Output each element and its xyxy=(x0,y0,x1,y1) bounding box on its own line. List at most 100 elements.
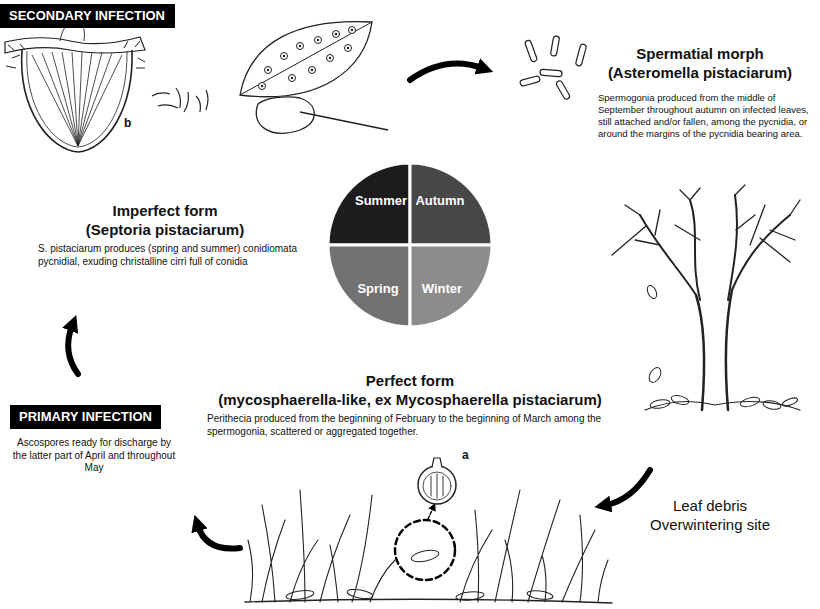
label-holder: b xyxy=(124,116,138,131)
season-quadrant: Spring xyxy=(328,245,410,327)
site-label: Leaf debris Overwintering site xyxy=(640,497,780,535)
leaf-drawing-part-part xyxy=(311,69,313,71)
season-quadrant: Autumn xyxy=(410,163,492,245)
stage-description: S. pistaciarum produces (spring and summ… xyxy=(38,243,310,268)
leaf-drawing-part-part xyxy=(317,39,319,41)
conidia-drawing-part xyxy=(176,88,181,108)
pycnidium-drawing-part xyxy=(22,50,132,152)
cycle-arrow xyxy=(68,64,650,549)
conidia-drawing xyxy=(152,88,208,112)
leaf-drawing-part-part xyxy=(261,85,263,87)
leaf-drawing-part xyxy=(240,22,372,97)
grass-drawing-part xyxy=(428,508,433,519)
quadrant-fill xyxy=(410,245,492,327)
cycle-arrow-part xyxy=(198,526,240,549)
season-name: Winter xyxy=(422,281,462,297)
tree-drawing-part xyxy=(645,284,658,300)
grass-drawing-part xyxy=(245,599,612,603)
tree-drawing-part xyxy=(726,290,732,410)
grass-drawing-part-part xyxy=(347,588,374,600)
conidia-drawing-part xyxy=(152,93,170,96)
label-holder: Spermogonia produced from the middle of … xyxy=(598,92,812,140)
pycnidium-drawing-part xyxy=(32,52,122,146)
quadrant-fill xyxy=(328,163,410,245)
species-name: (Asteromella pistaciarum) xyxy=(582,64,818,83)
conidia-drawing-part xyxy=(206,90,208,110)
label-holder: Perithecia produced from the beginning o… xyxy=(207,413,617,438)
stage-description: Perithecia produced from the beginning o… xyxy=(207,413,617,438)
grass-drawing-part xyxy=(423,472,451,500)
season-name: Spring xyxy=(357,281,398,297)
label-holder: Perfect form xyxy=(290,372,530,391)
leaf-drawing-part-part xyxy=(281,53,288,60)
grass-drawing-part xyxy=(418,466,456,504)
tree-drawing xyxy=(612,185,800,411)
quadrant-fill xyxy=(328,245,410,327)
leaf-drawing-part-part xyxy=(291,77,293,79)
grass-drawing-part xyxy=(248,490,608,602)
label-holder: Spermatial morph xyxy=(582,45,818,64)
spermatia-drawing-part xyxy=(575,44,586,67)
label-holder: (mycosphaerella-like, ex Mycosphaerella … xyxy=(170,391,650,410)
leaf-drawing-part-part xyxy=(267,69,269,71)
grass-drawing-part-part xyxy=(456,591,485,602)
leaf-drawing-part xyxy=(261,29,353,87)
leaf-drawing-part-part xyxy=(329,57,331,59)
leaf-drawing-part-part xyxy=(299,45,301,47)
stage-heading: Perfect form xyxy=(290,372,530,391)
label-holder: S. pistaciarum produces (spring and summ… xyxy=(38,243,310,268)
grass-drawing-part xyxy=(432,458,442,467)
leaf-drawing xyxy=(240,22,388,134)
banner-text: SECONDARY INFECTION xyxy=(9,8,165,24)
leaf-drawing-part-part xyxy=(309,67,316,74)
leaf-drawing-part-part xyxy=(315,37,322,44)
leaf-drawing-part xyxy=(259,27,356,90)
tree-drawing-part xyxy=(696,295,704,410)
species-name: (Septoria pistaciarum) xyxy=(55,221,275,240)
species-name: (mycosphaerella-like, ex Mycosphaerella … xyxy=(170,391,650,410)
spermatia-drawing-part xyxy=(550,36,559,57)
spermatia-drawing xyxy=(520,36,587,101)
leaf-drawing-part-part xyxy=(265,67,272,74)
leaf-drawing-part-part xyxy=(349,27,356,34)
banner-text: PRIMARY INFECTION xyxy=(19,409,152,425)
label-holder: (Asteromella pistaciarum) xyxy=(582,64,818,83)
leaf-drawing-part-part xyxy=(347,47,349,49)
label-holder: a xyxy=(462,448,476,463)
figure-letter: b xyxy=(124,116,138,131)
leaf-drawing-part-part xyxy=(289,75,296,82)
leaf-drawing-part-part xyxy=(351,29,353,31)
tree-drawing-part xyxy=(612,185,800,262)
tree-drawing-part xyxy=(640,195,790,300)
label-holder: Ascospores ready for discharge by the la… xyxy=(10,437,178,475)
conidia-drawing-part xyxy=(196,96,201,112)
leaf-drawing-part-part xyxy=(297,43,304,50)
label-holder: (Septoria pistaciarum) xyxy=(55,221,275,240)
conidia-drawing-part xyxy=(158,105,178,108)
conidia-drawing-part xyxy=(184,92,189,112)
tree-drawing-part-part xyxy=(670,394,689,406)
pycnidium-drawing xyxy=(5,20,145,152)
grass-drawing xyxy=(245,458,612,603)
spermatia-drawing-part xyxy=(555,80,570,100)
label-holder: Leaf debris Overwintering site xyxy=(640,497,780,535)
spermatia-drawing-part xyxy=(540,69,562,77)
season-quadrant: Summer xyxy=(328,163,410,245)
spermatia-drawing-part xyxy=(524,40,537,63)
stage-banner: SECONDARY INFECTION xyxy=(0,4,175,28)
season-quadrant: Winter xyxy=(410,245,492,327)
tree-drawing-part-part xyxy=(739,396,760,409)
grass-drawing-part-part xyxy=(410,548,439,564)
leaf-drawing-part-part xyxy=(335,33,337,35)
leaf-drawing-part-part xyxy=(259,83,266,90)
leaf-drawing-part-part xyxy=(283,55,285,57)
cycle-arrow-part xyxy=(410,64,482,80)
stage-banner: PRIMARY INFECTION xyxy=(10,405,161,429)
quadrant-fill xyxy=(410,163,492,245)
figure-letter: a xyxy=(462,448,476,463)
tree-drawing-part-part xyxy=(781,396,798,407)
tree-drawing-part-part xyxy=(762,399,781,410)
pycnidium-drawing-part xyxy=(27,51,127,147)
leaf-drawing-part xyxy=(240,22,372,95)
tree-drawing-part xyxy=(649,394,798,411)
